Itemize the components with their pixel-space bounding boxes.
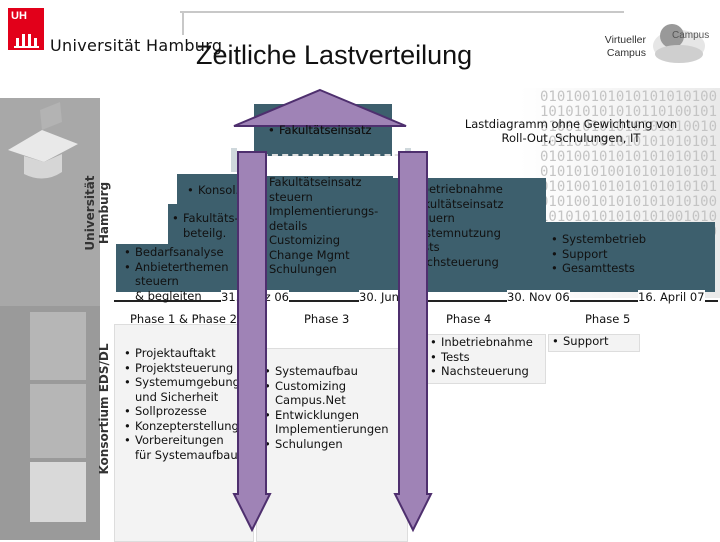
side-tile-3 [30, 462, 86, 522]
list-item: details [269, 218, 308, 233]
side-tile-1 [30, 312, 86, 380]
list-item: Customizing [258, 233, 378, 248]
date-4: 16. April 07 [638, 290, 705, 304]
uni-logo: UH [8, 8, 44, 50]
list-item: Vorbereitungen [124, 433, 240, 448]
side-tile-2 [30, 384, 86, 458]
step1-line: Konsol. [187, 183, 239, 198]
list-item: Implementierungs- [258, 204, 378, 219]
list-item: Fakultätseinsatz [400, 197, 504, 212]
list-item: Schulungen [264, 437, 388, 452]
tasks-col2: SystemaufbauCustomizingCampus.NetEntwick… [264, 364, 388, 451]
list-item: Systemumgebung [124, 375, 240, 390]
list-item: Support [552, 334, 608, 349]
vc-logo: Campus [650, 12, 710, 68]
list-item: Entwicklungen [264, 408, 388, 423]
step2-text: Fakultäts- beteilg. [172, 211, 239, 240]
step3-text: Bedarfsanalyse Anbieterthemen steuern & … [124, 245, 228, 303]
arrow-down-left-shape [232, 151, 272, 533]
list-item: Inbetriebnahme [430, 335, 533, 350]
list-item: und Sicherheit [135, 389, 219, 404]
list-item: für Systemaufbau [135, 447, 238, 462]
header-rule-left [182, 11, 184, 35]
step3-line: steuern [135, 274, 179, 288]
vc-logo-text: Virtueller Campus [604, 34, 646, 60]
chart-legend-text: Lastdiagramm ohne Gewichtung von Roll-Ou… [464, 117, 678, 145]
list-item: Systembetrieb [551, 232, 646, 247]
step1-text: Konsol. [187, 183, 239, 198]
dashed-level-line [231, 154, 411, 156]
list-item: Change Mgmt [258, 248, 378, 263]
list-item: Nachsteuerung [400, 255, 504, 270]
vc-logo-mark: Campus [672, 30, 710, 41]
left-sidebar-top [0, 98, 100, 306]
step3-line: Bedarfsanalyse [124, 245, 228, 260]
tasks-col1: ProjektauftaktProjektsteuerungSystemumge… [124, 346, 240, 462]
arrow-up-head [233, 88, 407, 127]
list-item: Projektsteuerung [124, 361, 240, 376]
list-item: Konzepterstellung [124, 419, 240, 434]
step2-line: beteilg. [183, 225, 227, 240]
phase-label-3: Phase 3 [304, 312, 350, 326]
step3-line: Anbieterthemen [124, 260, 228, 275]
top-label-overlay: Fakultätseinsatz [268, 123, 372, 138]
uni-building-icon [14, 34, 39, 48]
phase3-list: FakultätseinsatzsteuernImplementierungs-… [258, 175, 378, 277]
campus-globe-icon [653, 24, 705, 63]
phase-label-5: Phase 5 [585, 312, 631, 326]
date-3: 30. Nov 06 [507, 290, 570, 304]
step2-line: Fakultäts- [172, 211, 239, 226]
page-title: Zeitliche Lastverteilung [196, 40, 473, 70]
arrow-down-right [393, 151, 433, 533]
list-item: Gesamttests [551, 261, 646, 276]
header-rule-top [180, 11, 624, 13]
graduation-cap-icon [8, 102, 78, 179]
tasks-col4: Support [552, 334, 608, 349]
list-item: Projektauftakt [124, 346, 240, 361]
list-item: steuern [269, 189, 313, 204]
list-item: Fakultätseinsatz [258, 175, 378, 190]
tasks-col3: InbetriebnahmeTestsNachsteuerung [430, 335, 533, 379]
chart-legend: Lastdiagramm ohne Gewichtung von Roll-Ou… [452, 117, 690, 145]
arrow-down-right-shape [393, 151, 433, 533]
step3-line: & begleiten [135, 288, 202, 303]
list-item: Schulungen [258, 262, 378, 277]
list-item: Support [551, 247, 646, 262]
phase-label-4: Phase 4 [446, 312, 492, 326]
list-item: Tests [430, 350, 533, 365]
list-item: Systemnutzung [400, 226, 504, 241]
top-label-overlay-text: Fakultätseinsatz [268, 123, 372, 138]
phase5-list: SystembetriebSupportGesamttests [551, 232, 646, 276]
uni-logo-mark: UH [11, 10, 27, 22]
phase-label-12: Phase 1 & Phase 2 [130, 312, 237, 326]
list-item: Customizing [264, 379, 388, 394]
level-bracket-left [231, 148, 237, 172]
arrow-down-left [232, 151, 272, 533]
list-item: Campus.Net [275, 393, 346, 407]
uni-name: Universität Hamburg [50, 36, 223, 55]
list-item: Systemaufbau [264, 364, 388, 379]
list-item: Sollprozesse [124, 404, 240, 419]
list-item: Inbetriebnahme [400, 182, 504, 197]
vc-logo-label: Virtueller Campus [604, 34, 646, 59]
list-item: Nachsteuerung [430, 364, 533, 379]
list-item: Implementierungen [275, 422, 389, 436]
